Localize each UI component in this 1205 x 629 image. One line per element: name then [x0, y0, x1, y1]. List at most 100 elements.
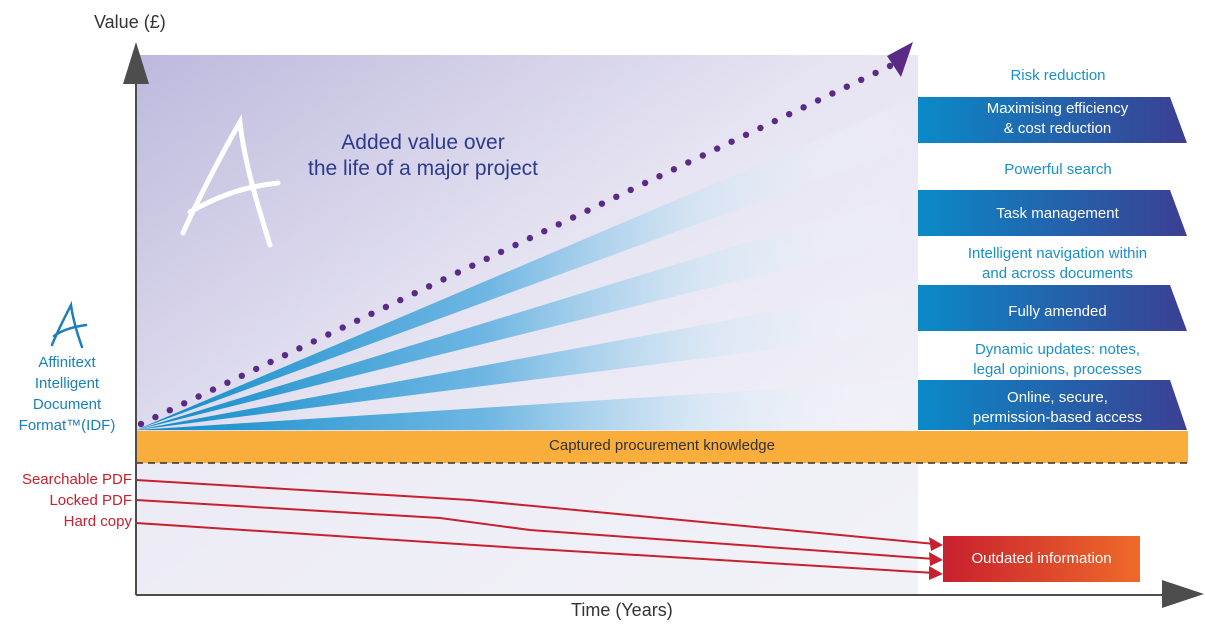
- trend-dot: [339, 324, 346, 331]
- trend-dot: [627, 186, 634, 194]
- trend-dot: [440, 276, 447, 283]
- small-script-a-logo: [50, 300, 88, 349]
- trend-dot: [800, 104, 807, 111]
- trend-dot: [699, 152, 706, 159]
- trend-dot: [598, 200, 606, 207]
- searchable-pdf-line: [135, 479, 936, 545]
- benefit-ribbons: [918, 97, 1187, 430]
- trend-dot: [526, 234, 534, 242]
- benefit-ribbon: [918, 97, 1187, 143]
- trend-dot: [742, 131, 750, 138]
- brand-line-4: Format™(IDF): [18, 417, 116, 434]
- arrow-head-3: [929, 566, 943, 580]
- trend-dot: [353, 317, 361, 324]
- trend-dot: [555, 221, 562, 228]
- trend-dot: [670, 166, 678, 173]
- x-axis-label: Time (Years): [571, 600, 673, 620]
- trend-dot: [181, 400, 188, 407]
- trend-dot: [425, 283, 433, 290]
- benefit-ribbon: [918, 190, 1187, 236]
- benefit-dynamic-updates: Dynamic updates: notes, legal opinions, …: [930, 340, 1185, 380]
- benefit-text: permission-based access: [972, 409, 1143, 426]
- dotted-arrow-head: [887, 42, 913, 77]
- locked-pdf-line: [135, 499, 936, 560]
- trend-dot: [656, 173, 663, 180]
- benefit-ribbon: [918, 285, 1187, 331]
- arrow-head-2: [929, 552, 943, 566]
- benefit-text: & cost reduction: [1003, 120, 1112, 137]
- trend-dot: [858, 76, 865, 84]
- trend-dot: [786, 111, 793, 118]
- trend-dot: [368, 310, 375, 317]
- trend-dot: [584, 207, 591, 214]
- trend-dot: [296, 345, 303, 352]
- headline-line-2: the life of a major project: [308, 157, 538, 180]
- trend-dot: [685, 159, 692, 166]
- trend-dot: [641, 179, 649, 187]
- trend-dot: [195, 393, 202, 400]
- fan-wedge: [136, 380, 918, 430]
- trend-dot: [728, 138, 735, 145]
- benefit-text: Dynamic updates: notes,: [974, 341, 1141, 358]
- brand-line-2: Intelligent: [34, 375, 100, 392]
- trend-dot: [166, 407, 173, 414]
- trend-dot: [454, 269, 462, 276]
- benefit-text: Task management: [996, 205, 1119, 222]
- outdated-box: [943, 536, 1140, 582]
- decay-lines: [135, 479, 936, 574]
- trend-dot: [209, 386, 217, 393]
- trend-dot: [814, 97, 822, 104]
- trend-dot: [411, 290, 418, 297]
- benefit-text: legal opinions, processes: [973, 361, 1142, 378]
- trend-dot: [714, 145, 721, 152]
- benefit-text: and across documents: [982, 265, 1133, 282]
- x-axis-arrow: [1162, 580, 1204, 608]
- knowledge-band: [136, 431, 1188, 463]
- benefit-online-access: Online, secure, permission-based access: [935, 388, 1180, 428]
- trend-dot: [267, 358, 274, 366]
- trend-dot: [771, 117, 778, 125]
- benefit-powerful-search: Powerful search: [958, 160, 1158, 180]
- benefit-text: Maximising efficiency: [986, 100, 1129, 117]
- benefit-ribbon: [918, 380, 1187, 430]
- trend-dot: [541, 228, 548, 235]
- large-script-a-logo: [180, 114, 281, 248]
- benefit-efficiency: Maximising efficiency & cost reduction: [935, 99, 1180, 139]
- benefit-text: Powerful search: [1004, 161, 1112, 178]
- benefit-fully-amended: Fully amended: [935, 302, 1180, 322]
- trend-dot: [469, 262, 476, 269]
- trend-dot: [152, 413, 159, 421]
- doc-type-hard-copy: Hard copy: [63, 513, 132, 530]
- fan-wedge: [136, 285, 918, 430]
- trend-dot: [253, 365, 260, 373]
- trend-dot: [483, 255, 490, 262]
- lower-panel: [136, 462, 918, 595]
- doc-type-locked-pdf: Locked PDF: [49, 492, 132, 509]
- brand-line-1: Affinitext: [38, 354, 96, 371]
- trend-dot: [325, 331, 332, 338]
- trend-dot: [872, 69, 879, 77]
- fan-wedge: [136, 190, 918, 430]
- trend-dot: [310, 338, 317, 345]
- y-axis-label: Value (£): [94, 12, 166, 32]
- brand-line-3: Document: [32, 396, 102, 413]
- benefit-text: Risk reduction: [1010, 67, 1106, 84]
- benefit-text: Online, secure,: [1007, 389, 1108, 406]
- benefit-text: Fully amended: [1008, 303, 1107, 320]
- value-fan: [136, 97, 918, 430]
- trend-dot: [829, 90, 836, 97]
- benefit-text: Intelligent navigation within: [967, 245, 1148, 262]
- trend-dot: [843, 83, 850, 90]
- trend-dot: [281, 352, 289, 359]
- trend-dot: [886, 62, 894, 70]
- trend-dot: [757, 124, 764, 132]
- headline: Added value over the life of a major pro…: [258, 130, 588, 182]
- trend-dot: [512, 241, 519, 249]
- trend-dot: [397, 296, 404, 304]
- trend-dot: [382, 303, 390, 311]
- outdated-label: Outdated information: [971, 550, 1112, 567]
- trend-dot: [238, 372, 245, 379]
- benefit-intelligent-navigation: Intelligent navigation within and across…: [930, 244, 1185, 284]
- headline-line-1: Added value over: [341, 131, 505, 154]
